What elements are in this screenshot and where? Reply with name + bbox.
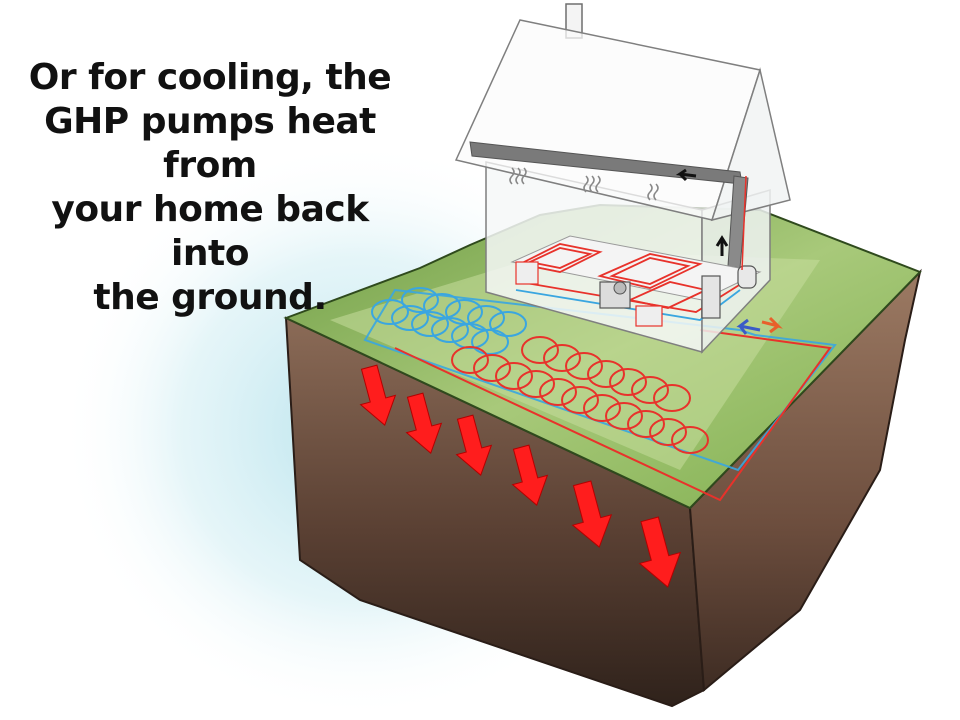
heat-arrow-1 <box>359 364 397 426</box>
interior-cool-pipe <box>515 289 741 321</box>
radiator-panel <box>515 261 539 285</box>
water-tank <box>737 265 757 289</box>
radiator-panel-2 <box>635 305 663 327</box>
riser-arrow-icon <box>715 235 729 256</box>
house-floor <box>510 235 762 301</box>
flow-out-arrow-icon <box>761 316 783 334</box>
flow-in-arrow-icon <box>736 318 761 335</box>
heat-arrow-6 <box>638 516 682 588</box>
warm-coils <box>451 336 709 454</box>
horizontal-slinky-ground-loop <box>363 287 837 502</box>
riser-warm-pipe <box>741 175 747 271</box>
heat-arrow-4 <box>511 444 549 506</box>
exchanger-unit <box>701 275 721 319</box>
duct-arrow-icon <box>675 168 697 182</box>
warm-pipe-outer <box>394 329 832 502</box>
interior-warm-pipe <box>519 281 745 313</box>
cool-pipe-outer <box>363 288 837 472</box>
ground-block <box>283 203 922 708</box>
heat-flow-down-arrows <box>359 364 682 588</box>
vent-airflow-icons <box>509 167 659 201</box>
caption-text: Or for cooling, the GHP pumps heat from … <box>28 57 392 318</box>
heat-pump-fan-icon <box>613 281 627 295</box>
cool-coils <box>371 287 527 355</box>
house-cutaway <box>454 3 791 354</box>
heat-arrow-2 <box>405 392 443 454</box>
heat-arrow-5 <box>571 480 613 548</box>
heat-arrow-3 <box>455 414 493 476</box>
